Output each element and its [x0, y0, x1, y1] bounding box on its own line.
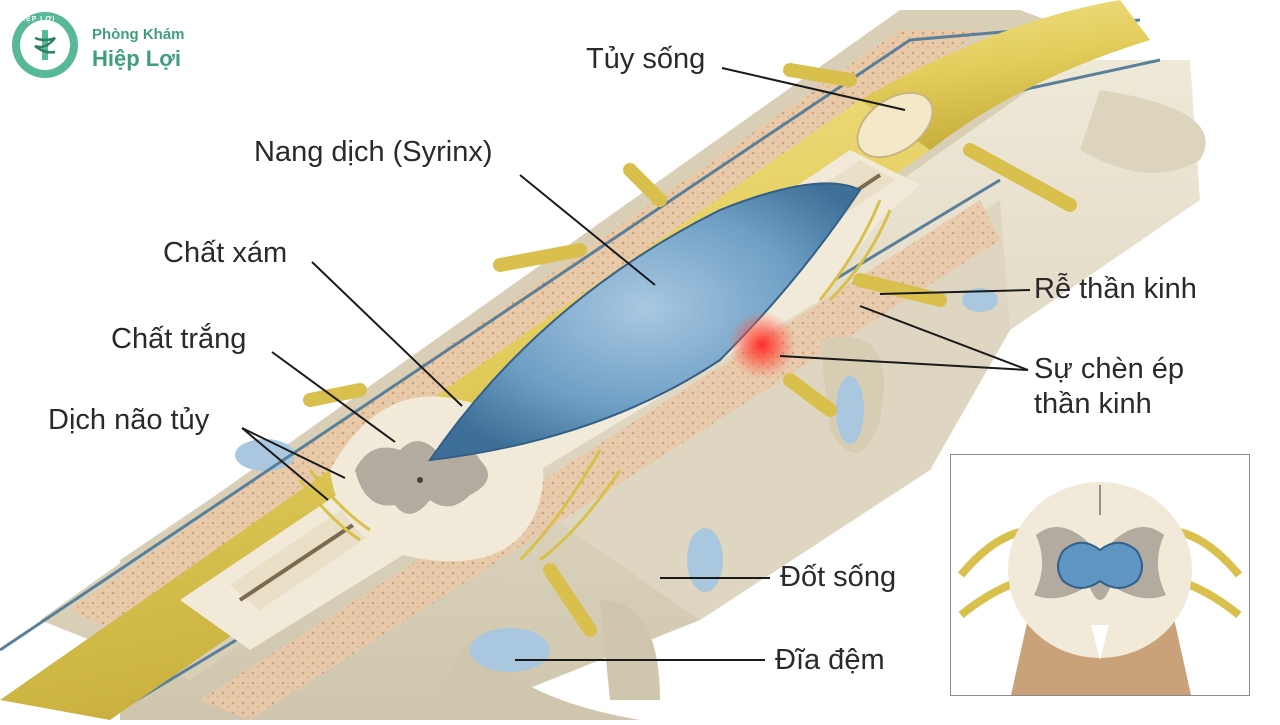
label-disc: Đĩa đệm — [775, 644, 885, 676]
label-vertebra: Đốt sống — [780, 561, 897, 593]
inset-cross-section-illustration — [957, 482, 1243, 695]
label-gray-matter: Chất xám — [163, 237, 288, 269]
label-spinal-cord: Tủy sống — [586, 43, 706, 75]
logo-line2: Hiệp Lợi — [92, 46, 181, 71]
nerve-roots — [303, 63, 1077, 637]
label-nerve-root: Rễ thần kinh — [1034, 273, 1197, 305]
label-compression-line2: thần kinh — [1034, 388, 1152, 420]
cross-section-inset — [950, 454, 1250, 696]
label-compression-line1: Sự chèn ép — [1034, 353, 1185, 385]
nerve-fibers — [298, 199, 892, 562]
intervertebral-discs — [235, 288, 998, 672]
logo-seal: HIỆP LỢI — [12, 12, 78, 78]
syrinx-cavity — [427, 182, 862, 462]
clinic-logo: HIỆP LỢI Phòng Khám Hiệp Lợi — [12, 12, 232, 82]
label-syrinx: Nang dịch (Syrinx) — [254, 136, 493, 168]
caduceus-icon — [34, 30, 56, 60]
label-csf: Dịch não tủy — [48, 404, 210, 436]
compression-spot — [728, 311, 796, 379]
logo-line1: Phòng Khám — [92, 26, 185, 43]
logo-seal-text: HIỆP LỢI — [17, 16, 56, 23]
leader-lines — [241, 67, 1031, 661]
label-white-matter: Chất trắng — [111, 323, 247, 355]
